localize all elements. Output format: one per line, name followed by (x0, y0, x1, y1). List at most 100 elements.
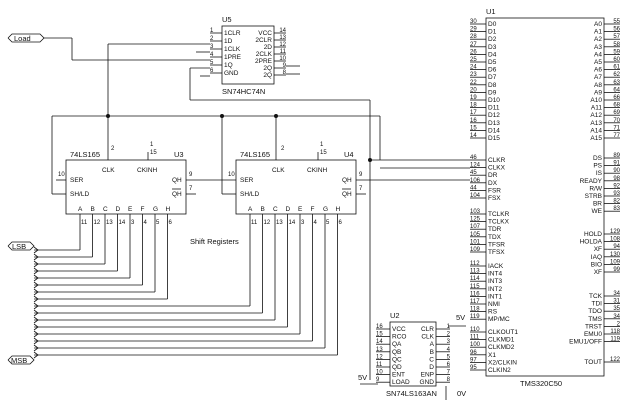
u1-clk-pin-3: X1 (488, 352, 496, 359)
u1-a-pin-8: A8 (594, 82, 602, 89)
u5-ref: U5 (222, 15, 232, 24)
u1-jtag-num-6: 119 (610, 337, 620, 343)
u1-int-pin-7: MP/MC (488, 316, 510, 323)
u1-d-num-13: 16 (470, 118, 477, 124)
parallel-input-bus: LSB MSB (7, 226, 338, 365)
u1-tout-num-0: 122 (610, 357, 621, 363)
u1-d-pin-9: D9 (488, 89, 497, 96)
u5-body (221, 25, 275, 85)
u2-right-pin-5: D (429, 364, 434, 371)
u5-right-pin-4: 2PRE (255, 58, 273, 65)
u3-part: 74LS165 (70, 150, 100, 159)
u1-a-num-1: 56 (613, 27, 620, 33)
u2-right-num-3: 4 (447, 347, 451, 353)
u1-ctrl-num-6: 82 (613, 199, 620, 205)
u1-a-num-8: 63 (613, 80, 620, 86)
u2-left-num-6: 10 (376, 370, 383, 376)
u5-right-pin-6: 2Q (263, 72, 272, 79)
u1-a-num-15: 77 (613, 133, 620, 139)
u1-tdm-num-3: 105 (470, 232, 481, 238)
u1-tdm-num-2: 107 (470, 224, 481, 230)
u1-a-num-10: 66 (613, 95, 620, 101)
u4-innum-6: 5 (326, 220, 330, 226)
u1-ctrl-num-7: 83 (613, 206, 620, 212)
u2-left-num-0: 16 (376, 324, 383, 330)
u1-hold-pin-2: XF (594, 246, 602, 253)
u3-in-2: C (103, 206, 108, 213)
serial-link-wiring (368, 158, 470, 169)
u1-body (485, 17, 605, 377)
u1-int-pin-4: INT1 (488, 293, 502, 300)
u5-right-num-6: 8 (283, 70, 287, 76)
u1-serial-pin-4: FSR (488, 187, 501, 194)
u4-pin-clk: 2 (281, 146, 285, 152)
clock-bus (51, 114, 381, 195)
u2-left-num-1: 15 (376, 332, 383, 338)
u1-d-num-9: 20 (470, 87, 477, 93)
u2-right-num-6: 7 (447, 370, 451, 376)
u5-left-num-4: 5 (210, 60, 214, 66)
u3-clk: CLK (102, 167, 115, 174)
load-input: Load (7, 33, 210, 61)
u1-hold-num-5: 99 (613, 267, 620, 273)
u1-int-num-5: 117 (470, 299, 480, 305)
u3-innum-1: 12 (94, 220, 101, 226)
u1-ctrl-pin-2: IS (596, 170, 603, 177)
u5-right-num-4: 10 (279, 56, 286, 62)
u1-clk-num-4: 97 (470, 357, 477, 363)
u1-d-num-12: 17 (470, 110, 477, 116)
u3-innum-4: 3 (131, 220, 135, 226)
u1-serial-pin-1: CLKX (488, 165, 506, 172)
u4-pin-qhbar: 7 (359, 186, 363, 192)
u1-a-pin-13: A13 (590, 120, 602, 127)
u1-tdm-pin-4: TFSR (488, 241, 505, 248)
u1-int-pin-1: INT4 (488, 271, 502, 278)
u1-jtag-pin-1: TDI (592, 301, 603, 308)
u3-innum-7: 6 (169, 220, 173, 226)
ground-label: 0V (457, 389, 466, 398)
u4-qh: QH (342, 177, 352, 184)
u1-d-pin-0: D0 (488, 21, 497, 28)
u1-a-pin-3: A3 (594, 44, 602, 51)
u1-hold-pin-0: HOLD (584, 231, 602, 238)
u1-tdm-pin-2: TDR (488, 226, 502, 233)
u2-body (389, 321, 437, 387)
u2-right-num-1: 2 (447, 332, 451, 338)
u5-left-num-0: 1 (210, 28, 214, 34)
u5-left-pin-2: 1CLK (224, 46, 241, 53)
u1-clk-num-3: 96 (470, 350, 477, 356)
u4-ref: U4 (344, 150, 354, 159)
u1-jtag-pin-6: EMU1/OFF (569, 339, 602, 346)
u3-pin-ckinh: 15 (150, 150, 157, 156)
u1-a-num-11: 68 (613, 103, 620, 109)
u5-right-pin-5: 2Q (263, 65, 272, 72)
msb-label: MSB (11, 356, 27, 365)
u1-d-num-3: 27 (470, 42, 477, 48)
u4-clk: CLK (272, 167, 285, 174)
u1-dsp: U1 TMS320C50 D030D129D228D327D426D525D62… (470, 7, 621, 388)
u1-tdm-num-5: 109 (470, 247, 481, 253)
u3-pin-qh: 9 (189, 172, 193, 178)
u1-a-pin-7: A7 (594, 74, 602, 81)
u1-jtag-num-4: 2 (617, 321, 621, 327)
u1-d-pin-6: D6 (488, 67, 497, 74)
u3-pin-one: 1 (150, 142, 154, 148)
u5-left-num-3: 4 (210, 52, 214, 58)
u1-ctrl-num-4: 92 (613, 183, 620, 189)
u1-d-num-5: 25 (470, 57, 477, 63)
u4-in-2: C (273, 206, 278, 213)
u1-ctrl-num-3: 98 (613, 176, 620, 182)
u1-a-pin-10: A10 (590, 97, 602, 104)
u4-in-1: B (261, 206, 265, 213)
u1-a-pin-12: A12 (590, 112, 602, 119)
u1-serial-num-0: 46 (470, 155, 477, 161)
u2-left-pin-3: QB (392, 349, 401, 356)
u1-d-num-8: 22 (470, 80, 477, 86)
u3-shld: SH/LD (70, 191, 89, 198)
u4-in-5: F (311, 206, 315, 213)
u1-part: TMS320C50 (520, 379, 562, 388)
u4-innum-7: 6 (339, 220, 343, 226)
u1-d-num-14: 15 (470, 125, 477, 131)
u1-a-num-0: 55 (613, 19, 620, 25)
